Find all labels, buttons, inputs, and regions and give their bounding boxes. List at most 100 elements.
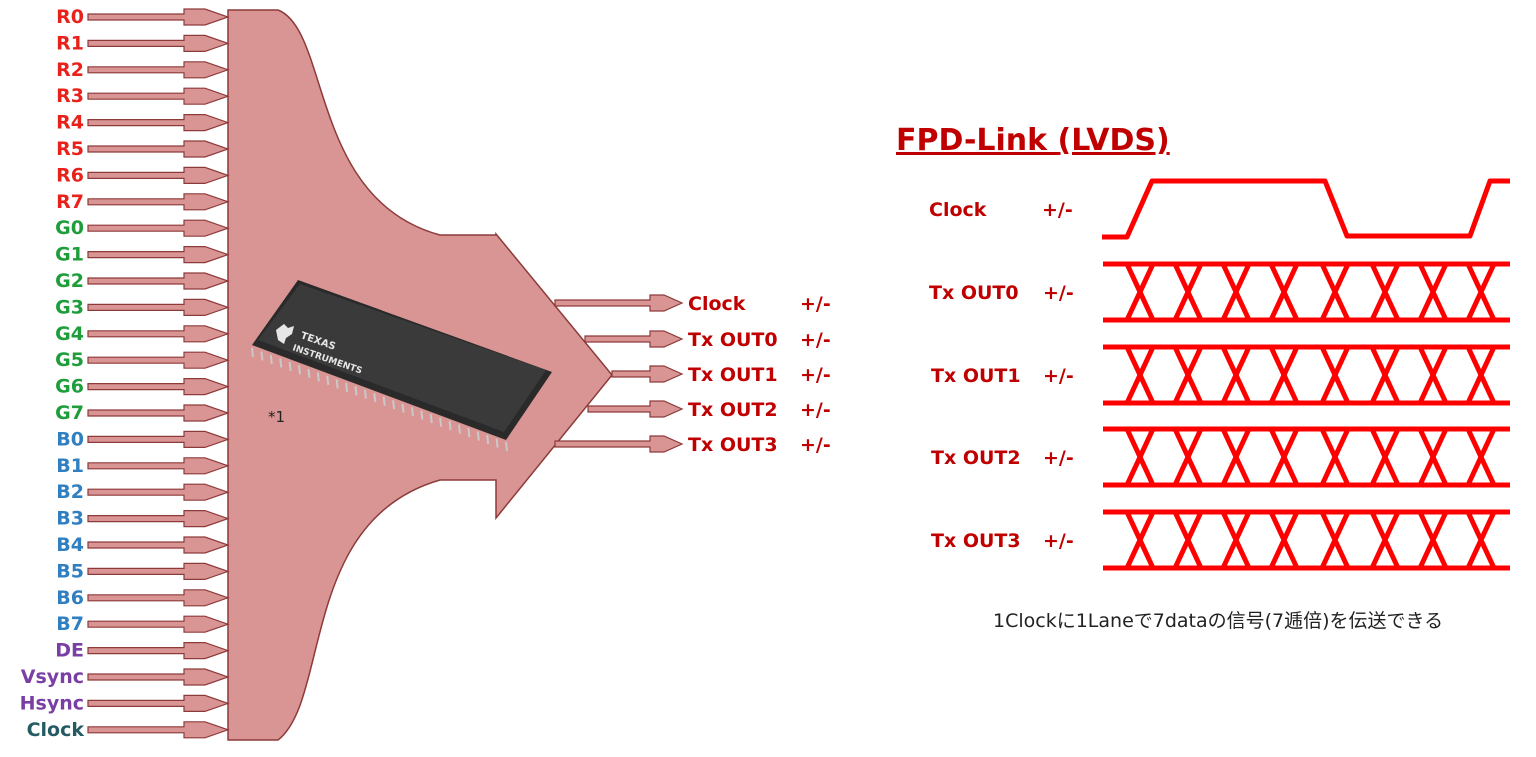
output-name: Clock <box>688 293 746 315</box>
input-label: R0 <box>56 6 84 28</box>
input-arrow <box>87 457 230 475</box>
timing-row-polarity: +/- <box>1042 199 1073 221</box>
chip-pin <box>495 438 499 448</box>
output-polarity: +/- <box>800 293 831 315</box>
chip-pin <box>316 372 320 382</box>
input-label: G3 <box>55 296 84 318</box>
input-arrow <box>87 430 230 448</box>
output-polarity: +/- <box>800 399 831 421</box>
input-arrow <box>87 166 230 184</box>
output-arrows <box>554 294 684 453</box>
timing-row-polarity: +/- <box>1043 282 1074 304</box>
input-label: R6 <box>56 164 84 186</box>
timing-row-name: Tx OUT1 <box>931 365 1021 387</box>
input-arrow <box>87 114 230 132</box>
timing-row-name: Tx OUT0 <box>929 282 1019 304</box>
ti-logo-icon <box>276 324 294 344</box>
input-label: B0 <box>56 428 84 450</box>
chip-pin <box>298 365 302 375</box>
chip-pin <box>269 354 273 365</box>
input-arrow <box>87 615 230 633</box>
timing-row-name: Tx OUT2 <box>931 447 1021 469</box>
chip-pin <box>288 361 292 372</box>
input-label: R3 <box>56 85 84 107</box>
chip-footnote: *1 <box>268 408 285 426</box>
input-arrow <box>87 589 230 607</box>
chip-pin <box>439 417 443 427</box>
input-label: G5 <box>55 349 84 371</box>
chip-pin <box>251 347 254 358</box>
output-arrow <box>584 330 684 348</box>
input-label: B4 <box>56 534 84 556</box>
chip-pin <box>410 407 414 417</box>
input-arrow <box>87 642 230 660</box>
data-eye-waveform <box>1103 261 1510 323</box>
input-label: R1 <box>56 32 84 54</box>
data-eye-waveform <box>1103 426 1510 488</box>
input-arrow <box>87 219 230 237</box>
output-arrow <box>554 294 684 312</box>
input-arrow <box>87 325 230 343</box>
output-name: Tx OUT1 <box>688 364 778 386</box>
input-arrow <box>87 140 230 158</box>
input-arrow <box>87 8 230 26</box>
input-arrow <box>87 87 230 105</box>
input-label: B6 <box>56 587 84 609</box>
input-arrow <box>87 536 230 554</box>
chip-pin <box>457 424 461 434</box>
input-arrow <box>87 351 230 369</box>
output-polarity: +/- <box>800 434 831 456</box>
chip-pins <box>251 347 508 452</box>
input-arrows <box>87 8 230 739</box>
chip-pin <box>354 386 358 396</box>
timing-caption: 1Clockに1Laneで7dataの信号(7逓倍)を伝送できる <box>993 610 1443 632</box>
input-label: B3 <box>56 508 84 530</box>
chip-pin <box>467 427 471 438</box>
chip-pin <box>326 375 330 385</box>
input-label: G2 <box>55 270 84 292</box>
input-label: R4 <box>56 112 84 134</box>
output-arrow <box>611 365 684 383</box>
output-polarity: +/- <box>800 364 831 386</box>
input-arrow <box>87 483 230 501</box>
chip-pin <box>486 434 490 445</box>
input-label: R5 <box>56 138 84 160</box>
input-label: G1 <box>55 244 84 266</box>
chip-pin <box>392 400 396 410</box>
chip-top <box>258 284 546 432</box>
input-arrow <box>87 510 230 528</box>
input-label: G4 <box>55 323 84 345</box>
input-label: B5 <box>56 560 84 582</box>
chip-pin <box>505 441 508 452</box>
output-name: Tx OUT2 <box>688 399 778 421</box>
input-label: Clock <box>27 719 85 741</box>
chip-pin <box>476 431 480 441</box>
input-label: B7 <box>56 613 84 635</box>
input-label: Hsync <box>20 692 84 714</box>
input-arrow <box>87 378 230 396</box>
clock-waveform <box>1102 178 1510 240</box>
data-eye-waveform <box>1103 344 1510 406</box>
chip-pin <box>363 389 367 399</box>
output-polarity: +/- <box>800 329 831 351</box>
timing-row-polarity: +/- <box>1043 530 1074 552</box>
input-arrow <box>87 34 230 52</box>
output-arrow <box>587 400 684 418</box>
input-arrow <box>87 404 230 422</box>
input-label: G7 <box>55 402 84 424</box>
chip-pin <box>279 358 283 368</box>
chip-pin <box>382 396 386 406</box>
input-arrow <box>87 668 230 686</box>
input-arrow <box>87 298 230 316</box>
input-label: G0 <box>55 217 84 239</box>
data-eye-waveform <box>1103 509 1510 571</box>
input-arrow <box>87 694 230 712</box>
timing-row-polarity: +/- <box>1043 365 1074 387</box>
output-arrow <box>554 435 684 453</box>
input-arrow <box>87 562 230 580</box>
chip-pin <box>260 351 264 361</box>
timing-row-polarity: +/- <box>1043 447 1074 469</box>
input-arrow <box>87 721 230 739</box>
